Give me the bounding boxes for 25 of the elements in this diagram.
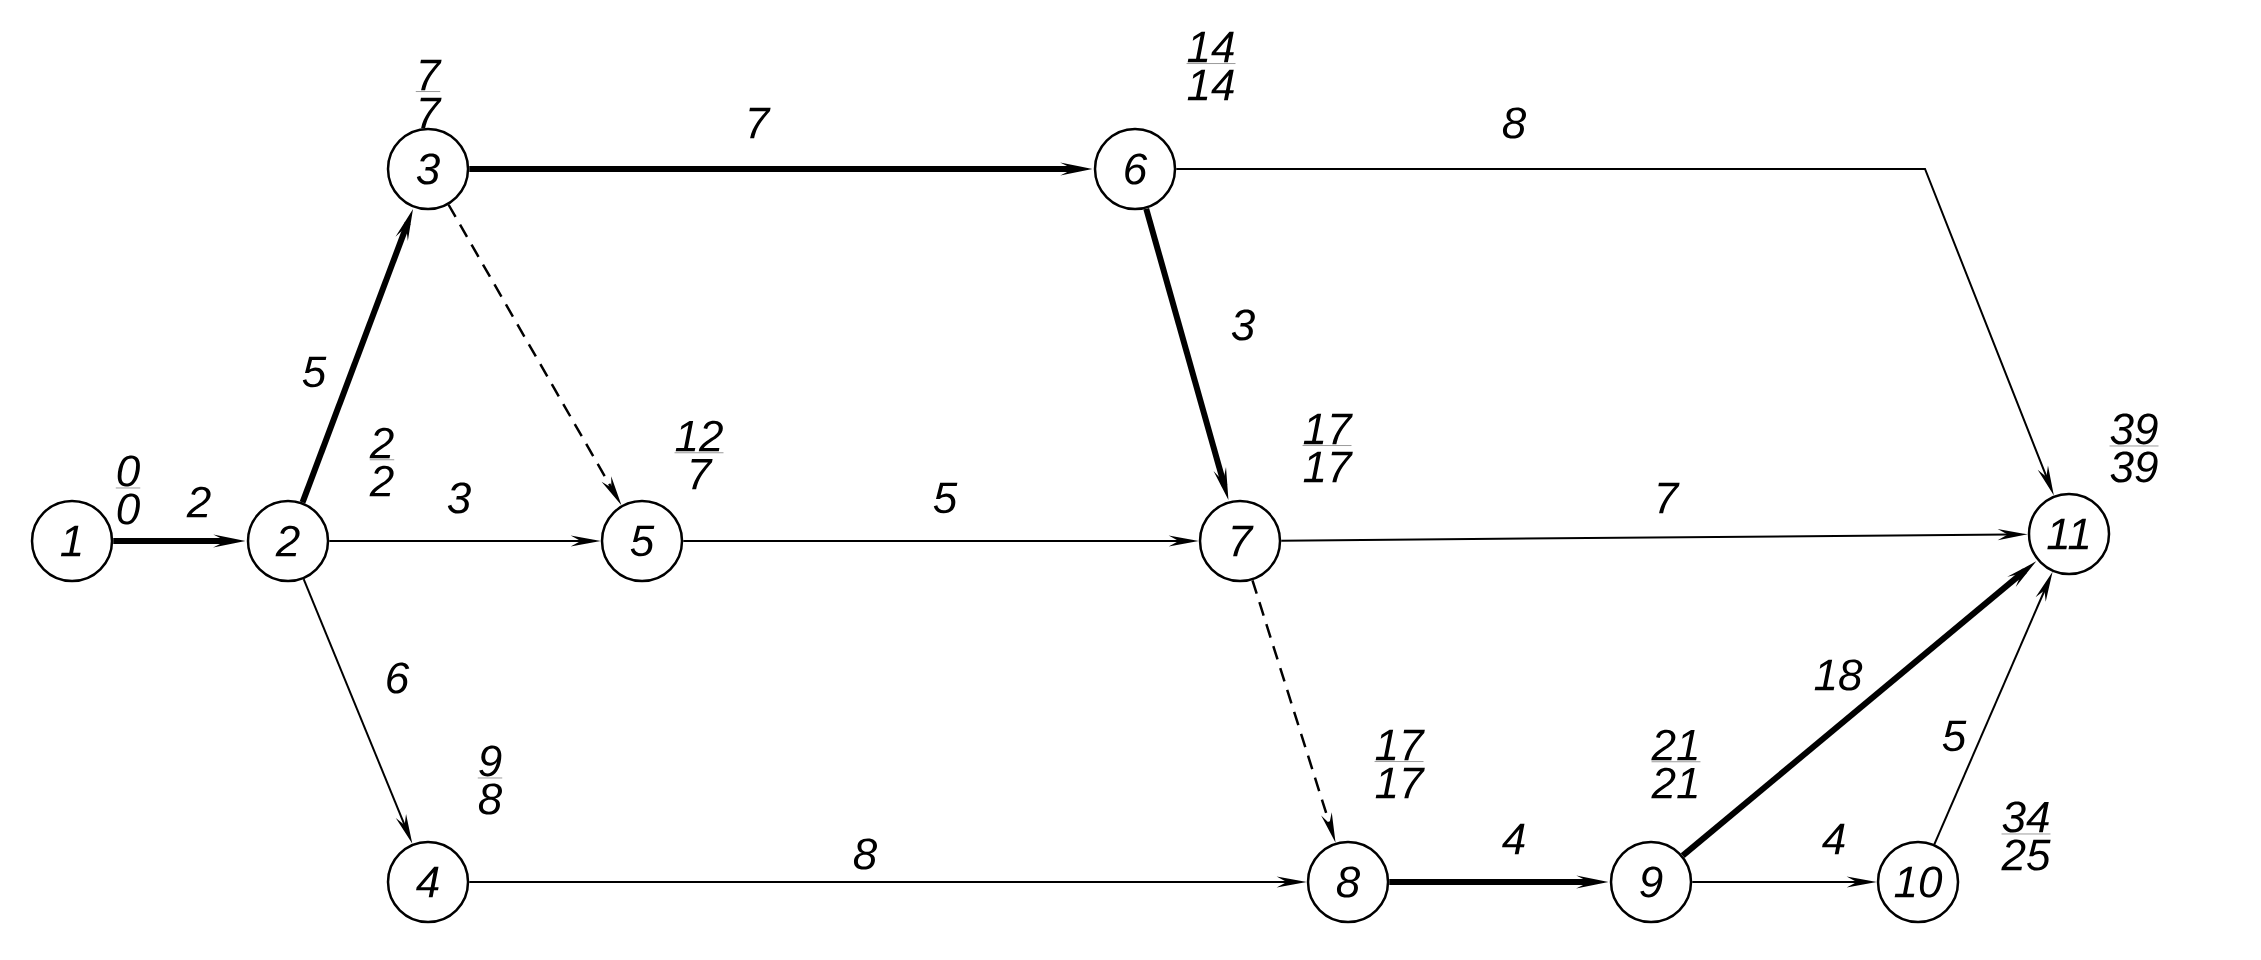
edge-label: 4 bbox=[1499, 821, 1529, 857]
edge-label: 4 bbox=[1819, 821, 1849, 857]
fraction-label: 17 17 bbox=[1374, 729, 1425, 799]
fraction-label: 7 7 bbox=[415, 59, 442, 129]
edge-label: 6 bbox=[382, 660, 412, 696]
edge-label: 3 bbox=[444, 480, 474, 516]
edge-label: 7 bbox=[742, 105, 772, 141]
edge-label: 5 bbox=[1939, 718, 1969, 754]
fraction-label: 39 39 bbox=[2109, 413, 2159, 483]
edge-label: 7 bbox=[1651, 480, 1681, 516]
fraction-label: 14 14 bbox=[1186, 31, 1236, 101]
fraction-label: 17 17 bbox=[1302, 413, 1353, 483]
edge-label: 8 bbox=[1499, 105, 1529, 141]
edge-label: 5 bbox=[930, 480, 960, 516]
fraction-label: 0 0 bbox=[115, 455, 141, 525]
fraction-label: 34 25 bbox=[2001, 801, 2051, 871]
edge-label: 18 bbox=[1811, 657, 1865, 693]
fraction-label: 9 8 bbox=[477, 745, 503, 815]
edge-label: 2 bbox=[184, 484, 214, 520]
fraction-label: 21 21 bbox=[1651, 729, 1701, 799]
fraction-label: 12 7 bbox=[674, 420, 724, 490]
fraction-label: 2 2 bbox=[369, 427, 395, 497]
edge-label: 5 bbox=[299, 354, 329, 390]
edge-label: 8 bbox=[850, 836, 880, 872]
edge-label: 3 bbox=[1228, 307, 1258, 343]
